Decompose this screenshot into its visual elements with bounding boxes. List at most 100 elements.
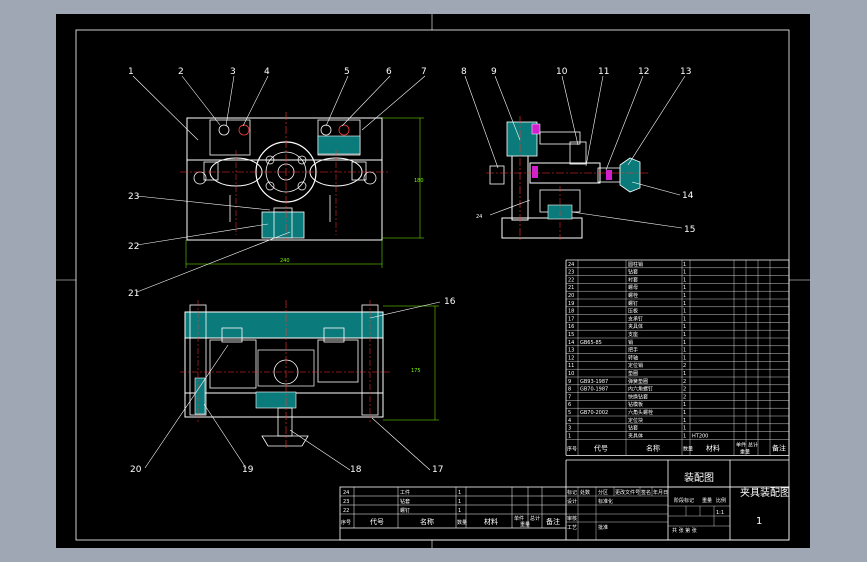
parts-row-no: 21 <box>568 285 574 291</box>
parts-row-code: GB70-2002 <box>580 410 608 416</box>
balloon-6: 6 <box>386 67 392 77</box>
drawing-name: 夹具装配图 <box>740 486 790 499</box>
parts-row-qty: 1 <box>683 418 686 424</box>
header-weight: 重量 <box>740 448 750 455</box>
svg-text:标准化: 标准化 <box>598 498 613 505</box>
parts-row-name: 支座 <box>628 331 638 338</box>
svg-text:代号: 代号 <box>370 517 384 526</box>
parts-row-name: 定位销 <box>628 362 643 369</box>
front-view: 240 180 <box>180 112 424 268</box>
parts-row-qty: 1 <box>683 371 686 377</box>
parts-row-qty: 1 <box>683 355 686 361</box>
parts-row-code: GB70-1987 <box>580 387 608 393</box>
svg-text:材料: 材料 <box>484 517 498 526</box>
parts-row-no: 22 <box>568 277 574 283</box>
header-qty: 数量 <box>683 445 693 452</box>
balloon-2: 2 <box>178 67 184 77</box>
header-no: 序号 <box>567 445 577 452</box>
drawing-title: 装配图 <box>684 471 714 484</box>
parts-row-no: 7 <box>568 394 571 400</box>
svg-text:螺钉: 螺钉 <box>400 507 410 514</box>
svg-text:审核: 审核 <box>567 515 577 522</box>
svg-text:钻套: 钻套 <box>400 498 410 505</box>
svg-text:数量: 数量 <box>457 519 467 526</box>
parts-row-qty: 2 <box>683 387 686 393</box>
svg-text:签名: 签名 <box>641 489 651 496</box>
parts-row-no: 20 <box>568 293 574 299</box>
parts-row-no: 9 <box>568 379 571 385</box>
parts-row-name: 螺钉 <box>628 300 638 307</box>
svg-text:批准: 批准 <box>598 524 608 531</box>
svg-text:单件: 单件 <box>514 515 524 522</box>
balloon-17: 17 <box>432 465 443 475</box>
parts-row-qty: 1 <box>683 426 686 432</box>
balloon-10: 10 <box>556 67 568 77</box>
parts-row-name: 钻模板 <box>628 401 643 408</box>
header-total: 总计 <box>748 441 758 448</box>
svg-text:标记: 标记 <box>567 489 577 496</box>
svg-text:分区: 分区 <box>598 489 608 496</box>
parts-row-qty: 1 <box>683 270 686 276</box>
parts-row-name: 垫圈 <box>628 370 638 377</box>
side-view <box>486 116 648 240</box>
parts-row-no: 10 <box>568 371 574 377</box>
svg-text:名称: 名称 <box>420 517 434 526</box>
svg-text:设计: 设计 <box>567 498 577 505</box>
parts-row-name: 快换钻套 <box>628 393 648 400</box>
svg-text:共 张 第 张: 共 张 第 张 <box>672 527 697 534</box>
parts-row-no: 18 <box>568 309 574 315</box>
svg-text:1: 1 <box>458 490 461 496</box>
svg-text:工艺: 工艺 <box>567 525 577 531</box>
header-material: 材料 <box>706 443 720 452</box>
parts-row-qty: 2 <box>683 379 686 385</box>
parts-row-name: 螺母 <box>628 284 638 291</box>
svg-text:比例: 比例 <box>716 497 726 504</box>
parts-row-no: 5 <box>568 410 571 416</box>
parts-row-no: 14 <box>568 340 574 346</box>
parts-row-name: 衬套 <box>628 276 638 283</box>
drawing-frame <box>56 14 810 548</box>
parts-row-qty: 1 <box>683 262 686 268</box>
dim-front-width: 240 <box>280 258 290 264</box>
parts-row-name: 支承钉 <box>628 315 643 322</box>
parts-row-no: 1 <box>568 433 571 439</box>
parts-row-no: 4 <box>568 418 571 424</box>
svg-text:处数: 处数 <box>580 489 590 496</box>
parts-row-qty: 1 <box>683 340 686 346</box>
parts-row-no: 23 <box>568 270 574 276</box>
parts-row-qty: 2 <box>683 363 686 369</box>
parts-row-qty: 1 <box>683 324 686 330</box>
parts-row-no: 12 <box>568 355 574 361</box>
balloon-13: 13 <box>680 67 691 77</box>
title-block: 24 工件 1 23 钻套 1 22 螺钉 1 序号 代号 名称 数量 材料 单… <box>339 459 790 541</box>
parts-row-name: 把手 <box>628 347 638 354</box>
balloon-22: 22 <box>128 242 139 252</box>
parts-row-material: HT200 <box>692 433 708 439</box>
parts-row-qty: 1 <box>683 433 686 439</box>
parts-row-qty: 1 <box>683 301 686 307</box>
parts-row-no: 6 <box>568 402 571 408</box>
parts-row-qty: 1 <box>683 348 686 354</box>
parts-row-no: 11 <box>568 363 574 369</box>
parts-row-name: 螺栓 <box>628 292 638 299</box>
balloon-18: 18 <box>350 465 362 475</box>
svg-text:阶段标记: 阶段标记 <box>674 497 694 504</box>
svg-text:年月日: 年月日 <box>653 489 668 496</box>
parts-row-no: 24 <box>568 262 574 268</box>
svg-text:更改文件号: 更改文件号 <box>615 489 640 496</box>
parts-row-no: 19 <box>568 301 574 307</box>
balloon-19: 19 <box>242 465 254 475</box>
balloon-11: 11 <box>598 67 609 77</box>
balloon-4: 4 <box>264 67 270 77</box>
balloon-8: 8 <box>461 67 467 77</box>
parts-row-no: 8 <box>568 387 571 393</box>
bottom-view: 175 <box>180 300 439 450</box>
header-code: 代号 <box>594 443 608 452</box>
svg-text:23: 23 <box>343 499 349 505</box>
dim-bottom-height: 175 <box>411 368 421 374</box>
parts-row-name: 钻套 <box>628 425 638 432</box>
svg-text:1: 1 <box>458 508 461 514</box>
parts-row-no: 15 <box>568 332 574 338</box>
header-remark: 备注 <box>772 443 786 452</box>
